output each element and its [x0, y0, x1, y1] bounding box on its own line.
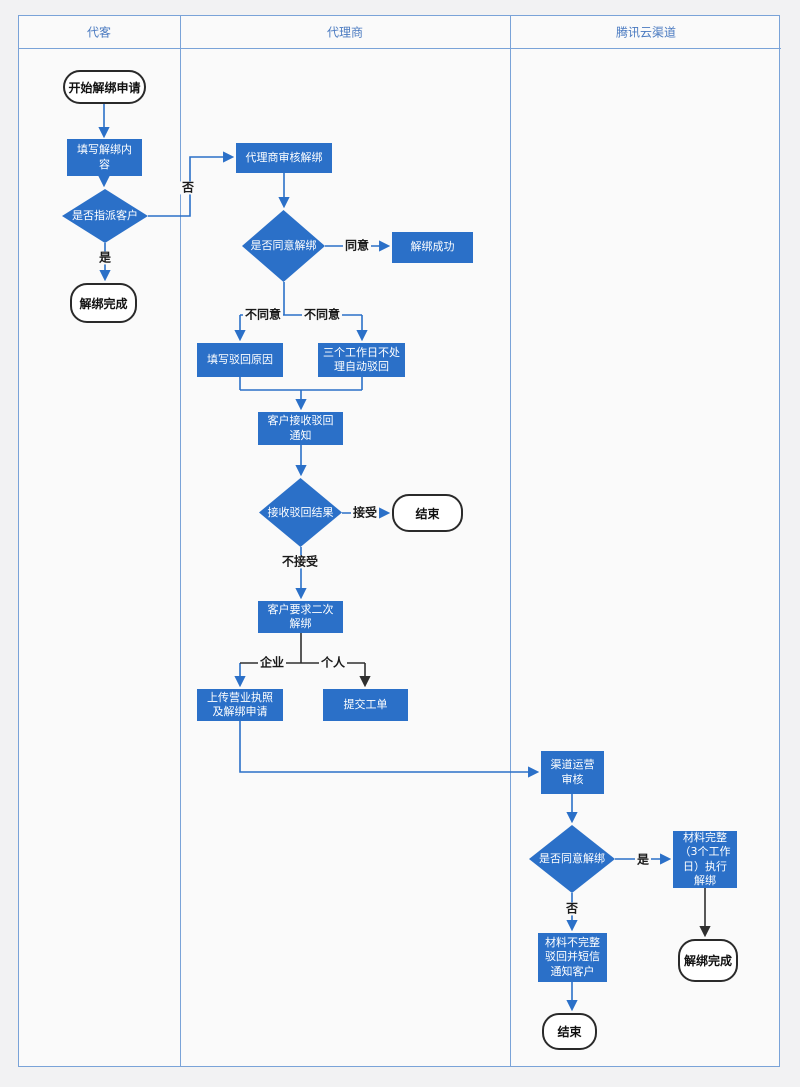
flow-node-end-2: 结束 — [542, 1013, 597, 1050]
lane-header-agent: 代理商 — [326, 25, 364, 40]
edge-label-yes-2: 是 — [634, 852, 652, 867]
lane-header-customer: 代客 — [86, 25, 112, 40]
flow-node-fill-content: 填写解绑内 容 — [67, 139, 142, 176]
edge-label-no-2: 否 — [563, 901, 581, 916]
flow-node-reject-notice: 客户接收驳回 通知 — [258, 412, 343, 445]
flow-node-unbind-done-2: 解绑完成 — [678, 939, 738, 982]
flow-node-end-1: 结束 — [392, 494, 463, 532]
edge-label-no-1: 否 — [179, 180, 197, 195]
edge-label-disagree-left: 不同意 — [242, 307, 284, 322]
flow-node-reject-reason: 填写驳回原因 — [197, 343, 283, 377]
edge-label-disagree-right: 不同意 — [301, 307, 343, 322]
flow-node-unbind-success: 解绑成功 — [392, 232, 473, 263]
edge-label-accept: 接受 — [350, 505, 380, 520]
flowchart-frame — [18, 15, 780, 1067]
flow-node-material-incomplete: 材料不完整 驳回并短信 通知客户 — [538, 933, 607, 982]
edge-label-agree: 同意 — [342, 238, 372, 253]
lane-divider-1 — [180, 15, 181, 1067]
edge-label-not-accept: 不接受 — [279, 554, 321, 569]
edge-label-personal: 个人 — [318, 655, 348, 670]
flow-node-channel-review: 渠道运营 审核 — [541, 751, 604, 794]
edge-label-yes-1: 是 — [96, 250, 114, 265]
flow-node-submit-ticket: 提交工单 — [323, 689, 408, 721]
flow-node-unbind-done-1: 解绑完成 — [70, 283, 137, 323]
flow-node-material-complete: 材料完整 （3个工作 日）执行 解绑 — [673, 831, 737, 888]
header-underline — [18, 48, 781, 49]
flow-node-second-unbind: 客户要求二次 解绑 — [258, 601, 343, 633]
flow-node-start: 开始解绑申请 — [63, 70, 146, 104]
edge-label-enterprise: 企业 — [257, 655, 287, 670]
lane-header-channel: 腾讯云渠道 — [615, 25, 677, 40]
flow-node-agent-review: 代理商审核解绑 — [236, 143, 332, 173]
flow-node-auto-reject: 三个工作日不处 理自动驳回 — [318, 343, 405, 377]
flow-node-upload-license: 上传营业执照 及解绑申请 — [197, 689, 283, 721]
lane-divider-2 — [510, 15, 511, 1067]
